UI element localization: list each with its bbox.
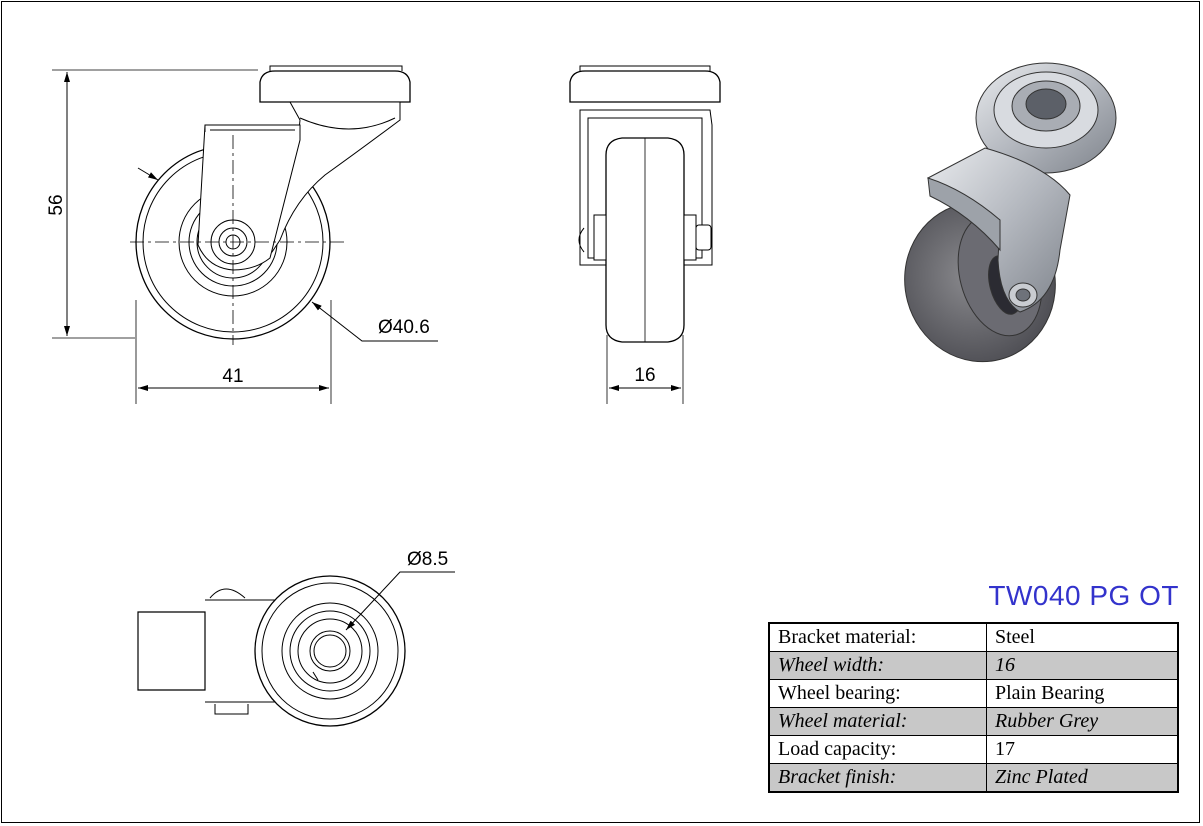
spec-label: Load capacity: <box>768 735 987 764</box>
spec-value: Steel <box>986 622 1179 652</box>
spec-row: Bracket material: Steel <box>768 622 1179 652</box>
spec-value: Rubber Grey <box>986 707 1179 736</box>
spec-row: Bracket finish: Zinc Plated <box>768 763 1179 793</box>
dim-wheel-diameter-label: Ø40.6 <box>378 317 430 338</box>
front-view <box>569 65 721 404</box>
part-number-label: TW040 PG OT <box>988 580 1179 611</box>
spec-label: Wheel material: <box>768 707 987 736</box>
spec-label: Bracket material: <box>768 622 987 652</box>
spec-value: Plain Bearing <box>986 679 1179 708</box>
side-view <box>52 65 438 404</box>
isometric-render <box>904 62 1117 363</box>
dim-labels-side: 56 41 Ø40.6 <box>46 194 430 387</box>
spec-row: Wheel width: 16 <box>768 651 1179 680</box>
dim-bolt-hole-label: Ø8.5 <box>407 549 448 570</box>
spec-value: 16 <box>986 651 1179 680</box>
spec-value: Zinc Plated <box>986 763 1179 793</box>
bottom-view <box>137 571 455 727</box>
spec-table: Bracket material: Steel Wheel width: 16 … <box>768 622 1179 793</box>
spec-label: Wheel bearing: <box>768 679 987 708</box>
spec-value: 17 <box>986 735 1179 764</box>
spec-row: Wheel material: Rubber Grey <box>768 707 1179 736</box>
spec-row: Wheel bearing: Plain Bearing <box>768 679 1179 708</box>
dim-width-label: 41 <box>222 366 243 387</box>
spec-label: Wheel width: <box>768 651 987 680</box>
spec-row: Load capacity: 17 <box>768 735 1179 764</box>
dim-wheel-width-label: 16 <box>634 365 655 386</box>
spec-label: Bracket finish: <box>768 763 987 793</box>
dim-height-label: 56 <box>46 194 67 215</box>
